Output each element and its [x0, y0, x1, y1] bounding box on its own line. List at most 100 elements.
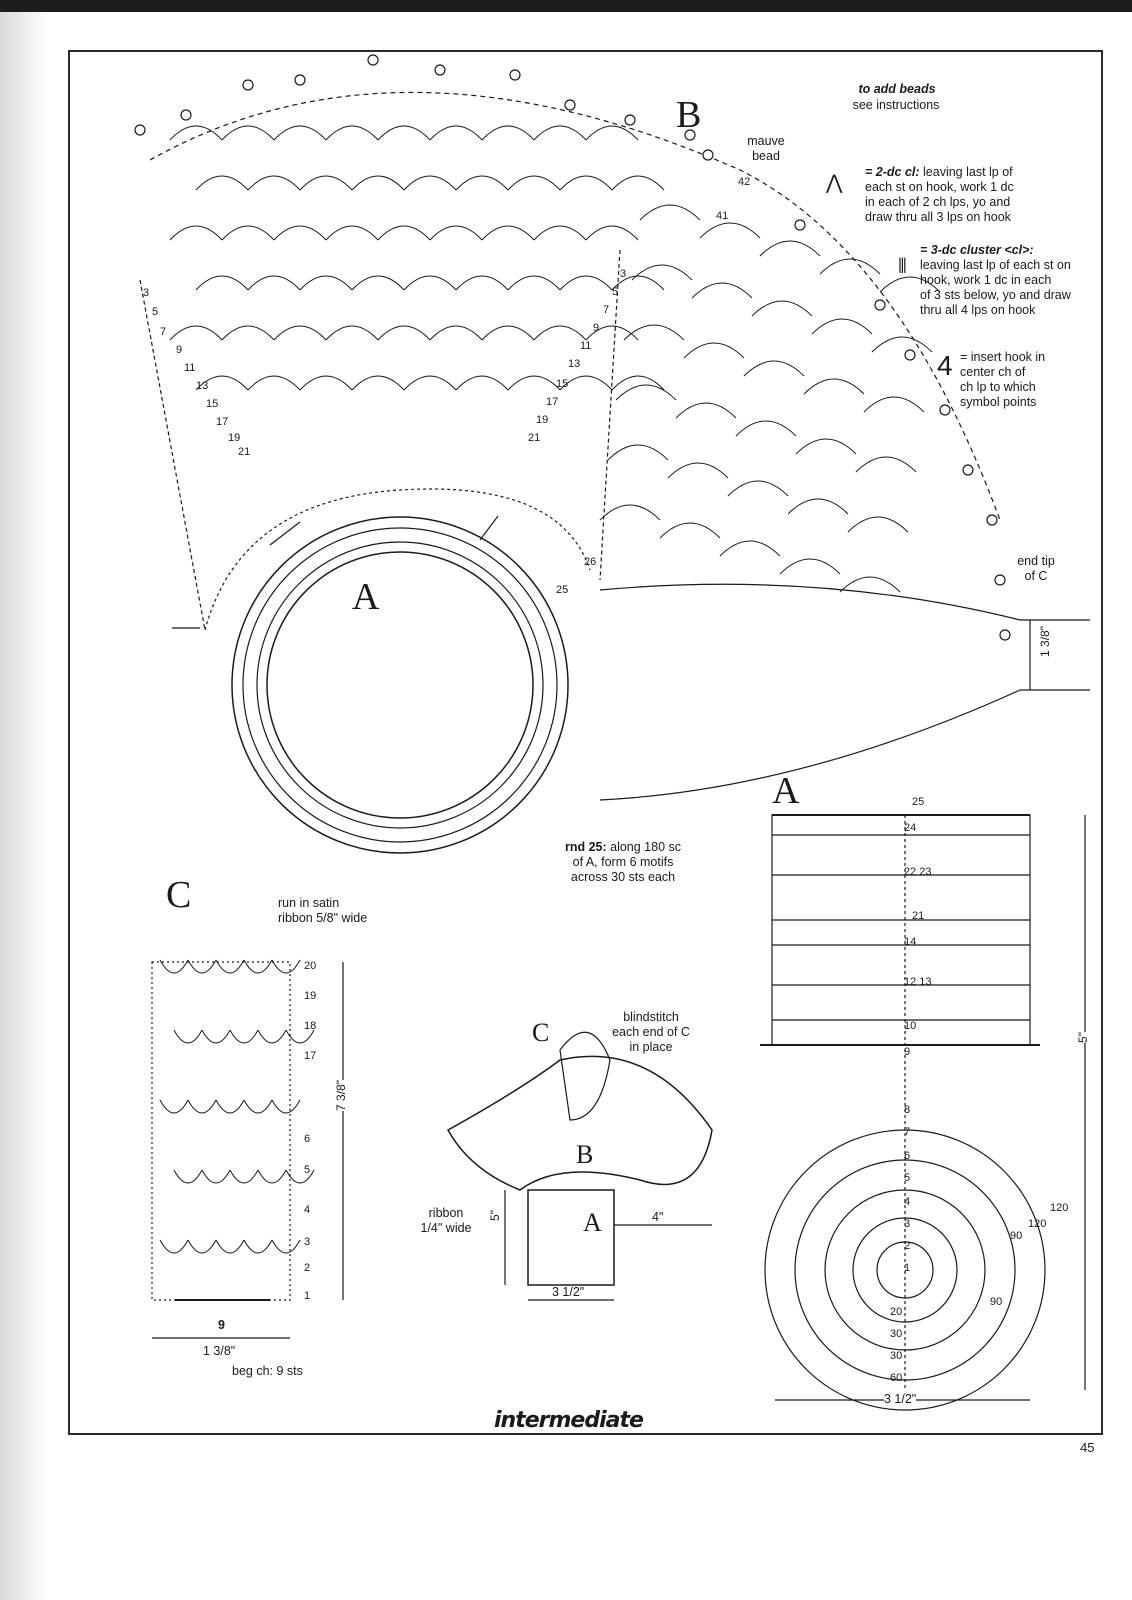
b-mid-row: 3: [620, 268, 627, 280]
arrow-right: [479, 515, 499, 541]
a-row: 3: [904, 1218, 911, 1230]
chain-loop: [257, 1029, 287, 1044]
c-row: 4: [304, 1204, 311, 1216]
b-left-row: 7: [160, 326, 167, 338]
a-count: 20: [890, 1306, 903, 1318]
c-strip-outline: [151, 961, 291, 1301]
chain-loop: [559, 375, 613, 391]
a-row: 2: [904, 1240, 911, 1252]
bead-marker: [904, 349, 916, 361]
chain-loop: [273, 325, 327, 341]
a-row: 9: [904, 1046, 911, 1058]
c-row: 2: [304, 1262, 311, 1274]
bead-marker: [962, 464, 974, 476]
chain-loop: [719, 540, 781, 557]
a-row: 4: [904, 1196, 911, 1208]
chain-loop: [879, 276, 941, 293]
a-rect-outline: [771, 814, 1031, 1046]
b-left-row: 9: [176, 344, 183, 356]
a-row: 6: [904, 1150, 911, 1162]
insert-hook-legend: = insert hook in center ch of ch lp to w…: [960, 350, 1046, 409]
chain-loop: [299, 175, 353, 191]
ribbon-small-note: ribbon 1/4" wide: [420, 1206, 472, 1235]
dc2-cluster-symbol: ⋀: [826, 172, 843, 194]
chain-loop: [659, 522, 721, 539]
b-mid-row: 15: [556, 378, 569, 390]
chain-loop: [607, 444, 669, 461]
chain-loop: [159, 959, 189, 974]
b-left-edge: [139, 279, 206, 631]
assembly-label-c: C: [532, 1018, 550, 1047]
chain-loop: [169, 225, 223, 241]
rnd25-text: along 180 sc of A, form 6 motifs across …: [570, 840, 682, 884]
b-outer-arc: [149, 91, 1001, 521]
dc3-term: = 3-dc cluster <cl>:: [920, 243, 1034, 257]
chain-loop: [667, 462, 729, 479]
chain-loop: [675, 402, 737, 419]
bead-marker: [509, 69, 521, 81]
chain-loop: [623, 324, 685, 341]
chain-loop: [585, 225, 639, 241]
ring-a-core: [266, 551, 534, 819]
chain-loop: [215, 1099, 245, 1114]
chain-loop: [611, 275, 665, 291]
chain-loop: [195, 375, 249, 391]
chain-loop: [243, 959, 273, 974]
chain-loop: [611, 175, 665, 191]
arrow-left: [269, 521, 301, 546]
assembly-label-a: A: [583, 1208, 602, 1237]
chain-loop: [403, 275, 457, 291]
dc2-legend: = 2-dc cl: leaving last lp of each st on…: [865, 165, 1095, 225]
c-row: 18: [304, 1020, 317, 1032]
beads-note-title: to add beads: [858, 82, 936, 96]
a-width-dim: 3 1/2": [884, 1392, 917, 1407]
chain-loop: [639, 204, 701, 221]
chain-loop: [819, 258, 881, 275]
a-row: 22 23: [904, 866, 932, 878]
chain-loop: [691, 282, 753, 299]
diagram-frame: [68, 50, 1103, 1435]
chain-loop: [273, 225, 327, 241]
chain-loop: [377, 325, 431, 341]
b-mid-row: 9: [593, 322, 600, 334]
chain-loop: [855, 456, 917, 473]
b-mark-26: 26: [584, 556, 597, 568]
chain-loop: [481, 125, 535, 141]
section-label-a-right: A: [772, 770, 800, 812]
chain-loop: [533, 125, 587, 141]
bead-marker: [939, 404, 951, 416]
chain-loop: [507, 175, 561, 191]
b-left-row: 13: [196, 380, 209, 392]
chain-loop: [325, 125, 379, 141]
end-tip-note: end tip of C: [1017, 554, 1055, 583]
chain-loop: [429, 325, 483, 341]
chain-loop: [615, 384, 677, 401]
chain-loop: [201, 1169, 231, 1184]
chain-loop: [743, 360, 805, 377]
beg-ch-note: beg ch: 9 sts: [232, 1364, 303, 1378]
bead-marker: [367, 54, 379, 66]
b-inner-arc: [204, 488, 591, 631]
bead-marker: [874, 299, 886, 311]
a-count: 90: [1010, 1230, 1023, 1242]
a-row: 10: [904, 1020, 917, 1032]
chain-loop: [403, 175, 457, 191]
assembly-cylinder: [527, 1189, 615, 1286]
chain-loop: [173, 1029, 203, 1044]
a-row: 8: [904, 1104, 911, 1116]
b-mid-row: 17: [546, 396, 559, 408]
dc3-cluster-symbol: ⦀: [898, 256, 907, 278]
top-edge-bar: [0, 0, 1132, 12]
a-count: 120: [1028, 1218, 1047, 1230]
c-row: 1: [304, 1290, 311, 1302]
chain-loop: [683, 342, 745, 359]
c-row: 20: [304, 960, 317, 972]
c-row: 17: [304, 1050, 317, 1062]
ring-a-outer: [231, 516, 569, 854]
chain-loop: [247, 375, 301, 391]
assembly-label-b: B: [576, 1140, 594, 1169]
b-left-row: 11: [184, 362, 196, 374]
chain-loop: [195, 275, 249, 291]
chain-loop: [285, 1029, 315, 1044]
